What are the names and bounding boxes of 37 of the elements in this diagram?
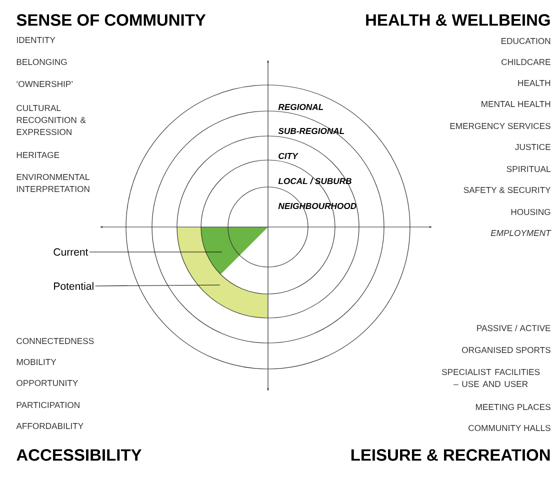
category-heading: HEALTH & WELLBEING [366,14,550,26]
category-heading: SENSE OF COMMUNITY [16,14,206,26]
band-segment [177,227,268,318]
list-item: MENTAL HEALTH [482,101,550,107]
list-item: HOUSING [511,208,550,216]
list-item: SAFETY & SECURITY [464,186,551,194]
list-item: IDENTITY [17,37,56,43]
ring-label: CITY [278,152,298,160]
list-item: MEETING PLACES [476,404,550,410]
list-item: MOBILITY [16,358,56,366]
list-item: ‘OWNERSHIP’ [16,80,73,88]
list-item: AFFORDABILITY [16,422,84,430]
list-item: HERITAGE [16,152,60,158]
leader-line [94,284,220,286]
category-heading: LEISURE & RECREATION [351,449,550,461]
list-item: PARTICIPATION [16,402,80,408]
legend-label: Current [54,248,88,256]
category-heading: ACCESSIBILITY [16,449,142,461]
list-item: BELONGING [16,58,67,66]
list-item: SPECIALIST FACILITIES – USE AND USER [442,368,540,388]
list-item: PASSIVE / ACTIVE [477,324,550,332]
list-item: CULTURAL RECOGNITION & EXPRESSION [16,104,86,136]
list-item: HEALTH [518,80,550,86]
list-item: EDUCATION [502,38,550,44]
ring-label: REGIONAL [278,104,324,110]
wedge-segment [201,227,268,274]
list-item: COMMUNITY HALLS [468,424,550,432]
list-item: SPIRITUAL [506,166,551,172]
legend-label: Potential [54,282,94,290]
list-item: CONNECTEDNESS [16,338,94,344]
list-item: ORGANISED SPORTS [462,346,550,354]
list-item: CHILDCARE [502,58,550,66]
list-item: ENVIRONMENTAL INTERPRETATION [16,174,90,192]
list-item: OPPORTUNITY [16,380,78,386]
list-item: EMERGENCY SERVICES [450,122,550,130]
list-item: JUSTICE [515,144,550,150]
list-item: EMPLOYMENT [490,230,552,236]
